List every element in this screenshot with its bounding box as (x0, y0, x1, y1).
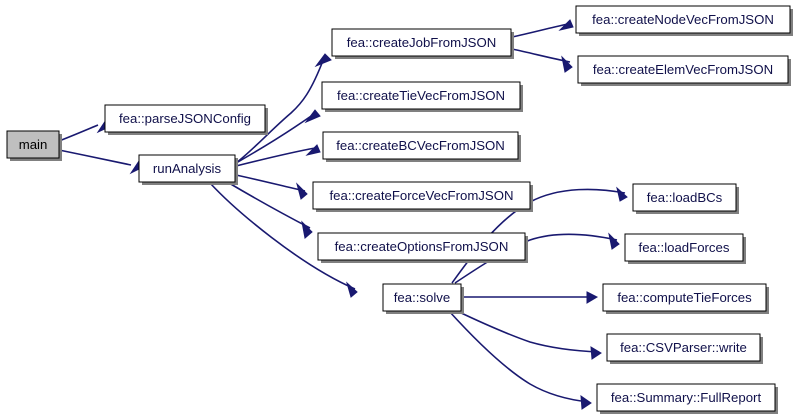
node-createElemVec[interactable]: fea::createElemVecFromJSON (577, 55, 791, 86)
node-label-createBCVec: fea::createBCVecFromJSON (336, 138, 505, 153)
node-createOptions[interactable]: fea::createOptionsFromJSON (317, 232, 528, 263)
node-label-createJobFromJSON: fea::createJobFromJSON (347, 35, 497, 50)
arrowhead-a-bc (305, 144, 321, 156)
node-createBCVec[interactable]: fea::createBCVecFromJSON (322, 131, 521, 162)
arrowhead-a-tie (304, 109, 321, 124)
node-label-solve: fea::solve (394, 290, 450, 305)
node-box-createJobFromJSON[interactable] (331, 28, 512, 57)
node-main[interactable]: main (6, 130, 62, 161)
node-label-fullReport: fea::Summary::FullReport (611, 390, 762, 405)
node-label-createForceVec: fea::createForceVecFromJSON (330, 188, 514, 203)
node-box-createForceVec[interactable] (312, 181, 531, 210)
arrowhead-a-options (301, 220, 313, 239)
node-label-createElemVec: fea::createElemVecFromJSON (593, 62, 773, 77)
node-box-loadForces[interactable] (624, 233, 744, 262)
edge-main-to-parseJSONConfig (58, 124, 99, 142)
node-computeTieForces[interactable]: fea::computeTieForces (602, 283, 769, 314)
arrowhead-a-csv (590, 346, 602, 360)
node-runAnalysis[interactable]: runAnalysis (138, 154, 238, 185)
node-label-createNodeVec: fea::createNodeVecFromJSON (592, 12, 774, 27)
edge-layer (58, 23, 626, 403)
edge-createJobFromJSON-to-createElemVec (511, 48, 571, 63)
arrowhead-layer (96, 19, 628, 410)
node-createJobFromJSON[interactable]: fea::createJobFromJSON (331, 28, 514, 59)
edge-runAnalysis-to-createJobFromJSON (235, 57, 325, 164)
edge-solve-to-loadForces (454, 233, 618, 284)
node-box-runAnalysis[interactable] (138, 154, 236, 183)
node-fullReport[interactable]: fea::Summary::FullReport (596, 383, 778, 414)
node-box-fullReport[interactable] (596, 383, 776, 412)
edge-runAnalysis-to-solve (209, 182, 356, 290)
node-box-createElemVec[interactable] (577, 55, 789, 84)
arrowhead-a-loadf (608, 232, 620, 250)
node-box-main[interactable] (6, 130, 60, 159)
arrowhead-a-report (580, 394, 592, 410)
edge-runAnalysis-to-createForceVec (235, 174, 306, 192)
node-box-solve[interactable] (382, 283, 462, 312)
arrowhead-a-job (314, 53, 332, 68)
node-label-createOptions: fea::createOptionsFromJSON (335, 239, 509, 254)
node-box-createTieVec[interactable] (321, 81, 521, 110)
node-createTieVec[interactable]: fea::createTieVecFromJSON (321, 81, 523, 112)
node-box-parseJSONConfig[interactable] (104, 104, 266, 133)
edge-main-to-runAnalysis (58, 149, 132, 166)
node-createNodeVec[interactable]: fea::createNodeVecFromJSON (575, 5, 793, 36)
edge-createJobFromJSON-to-createNodeVec (511, 23, 569, 38)
arrowhead-a-elem (561, 55, 573, 73)
node-label-main: main (19, 137, 48, 152)
node-createForceVec[interactable]: fea::createForceVecFromJSON (312, 181, 533, 212)
node-layer: mainfea::parseJSONConfigrunAnalysisfea::… (6, 5, 793, 414)
node-label-parseJSONConfig: fea::parseJSONConfig (119, 111, 251, 126)
node-box-createBCVec[interactable] (322, 131, 519, 160)
node-parseJSONConfig[interactable]: fea::parseJSONConfig (104, 104, 268, 135)
node-box-computeTieForces[interactable] (602, 283, 767, 312)
node-label-createTieVec: fea::createTieVecFromJSON (337, 88, 505, 103)
node-loadForces[interactable]: fea::loadForces (624, 233, 746, 264)
node-box-createNodeVec[interactable] (575, 5, 791, 34)
node-box-loadBCs[interactable] (632, 183, 737, 212)
node-label-loadBCs: fea::loadBCs (647, 190, 723, 205)
arrowhead-a-node (558, 19, 574, 31)
node-csvWrite[interactable]: fea::CSVParser::write (606, 333, 763, 364)
arrowhead-a-loadbcs (616, 186, 628, 202)
arrowhead-a-tief (586, 291, 599, 304)
node-label-computeTieForces: fea::computeTieForces (617, 290, 752, 305)
edge-runAnalysis-to-createTieVec (235, 113, 315, 164)
node-label-runAnalysis: runAnalysis (153, 161, 222, 176)
node-box-createOptions[interactable] (317, 232, 526, 261)
edge-runAnalysis-to-createOptions (228, 182, 311, 229)
node-solve[interactable]: fea::solve (382, 283, 464, 314)
node-loadBCs[interactable]: fea::loadBCs (632, 183, 739, 214)
edge-solve-to-csvWrite (456, 310, 600, 353)
edge-solve-to-fullReport (448, 310, 590, 403)
arrowhead-a-force (296, 182, 308, 200)
arrowhead-a-solve (346, 281, 358, 298)
node-box-csvWrite[interactable] (606, 333, 761, 362)
node-label-loadForces: fea::loadForces (639, 240, 730, 255)
edge-runAnalysis-to-createBCVec (235, 147, 316, 167)
node-label-csvWrite: fea::CSVParser::write (620, 340, 747, 355)
